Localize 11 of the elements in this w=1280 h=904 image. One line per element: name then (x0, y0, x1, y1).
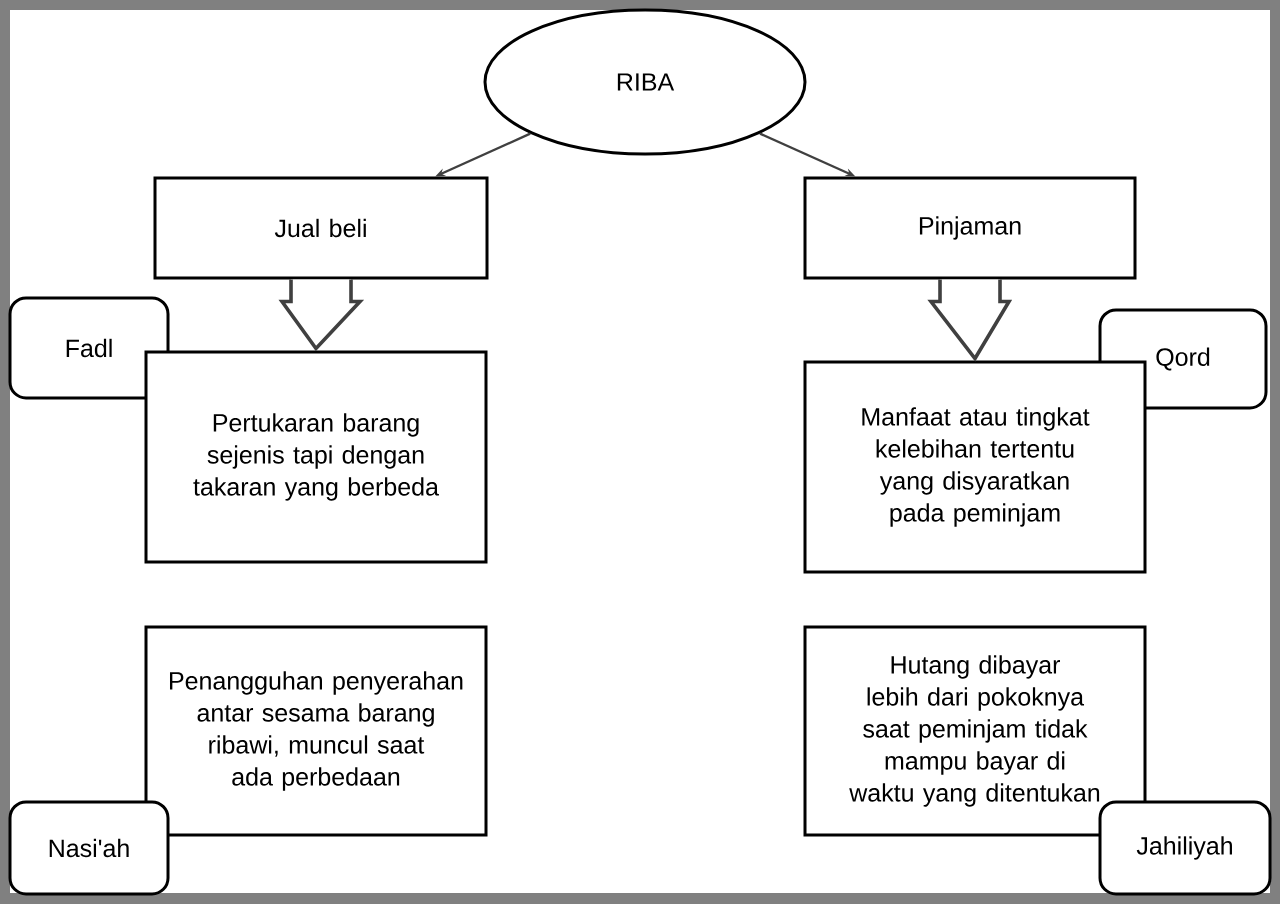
block-arrow (278, 277, 365, 352)
text-box: Jual beli (153, 176, 489, 280)
text-box: Penangguhan penyerahan antar sesama barang ribawi, muncul saat ada perbedaan (144, 625, 488, 837)
text-box: Manfaat atau tingkat kelebihan tertentu yang disyaratkan pada peminjam (803, 360, 1147, 574)
label-box: Nasi'ah (8, 800, 170, 896)
block-arrow (927, 277, 1013, 362)
label-box: Jahiliyah (1098, 800, 1272, 896)
text-box: Pertukaran barang sejenis tapi dengan takaran yang berbeda (144, 350, 488, 564)
text-box: Hutang dibayar lebih dari pokoknya saat peminjam tidak mampu bayar di waktu yang ditentukan (803, 625, 1147, 837)
label-box: Fadl (8, 296, 170, 400)
text-box: Pinjaman (803, 176, 1137, 280)
